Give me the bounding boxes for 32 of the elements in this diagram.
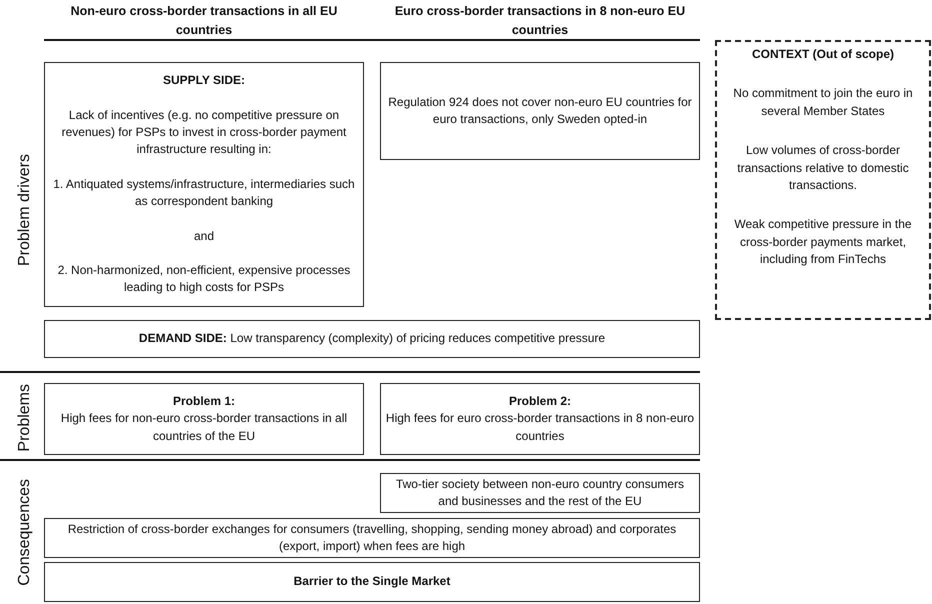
- row-label: Problem drivers: [16, 154, 34, 266]
- driver-box: [380, 62, 700, 160]
- box-heading: CONTEXT (Out of scope): [752, 46, 894, 63]
- box-text: Lack of incentives (e.g. no competitive pressure on revenues) for PSPs to invest in cross-border payment infrastructure resulting in:: [60, 106, 348, 158]
- box-text: High fees for non-euro cross-border transactions in all countries of the EU: [60, 410, 348, 445]
- box-text: 2. Non-harmonized, non-efficient, expensive processes leading to high costs for PSPs: [56, 262, 352, 296]
- box-heading: Problem 2:: [508, 392, 571, 410]
- box-text: Regulation 924 does not cover non-euro EU countries for euro transactions, only Sweden opted-in: [387, 94, 693, 128]
- column-header: Non-euro cross-border transactions in all EU countries: [70, 3, 338, 39]
- box-text: Two-tier society between non-euro country consumers and businesses and the rest of the EU: [394, 476, 686, 510]
- box-text: No commitment to join the euro in several Member States: [732, 85, 914, 120]
- problem-box: [44, 383, 364, 455]
- row-label: Problems: [16, 384, 34, 452]
- box-text: High fees for euro cross-border transactions in 8 non-euro countries: [385, 410, 695, 445]
- consequence-box: [44, 562, 700, 602]
- context-box: [715, 40, 931, 320]
- box-text: DEMAND SIDE: Low transparency (complexity) of pricing reduces competitive pressure: [138, 330, 606, 348]
- driver-box: [44, 320, 700, 358]
- box-text: and: [194, 228, 214, 245]
- box-text: Barrier to the Single Market: [294, 573, 450, 590]
- column-header: Euro cross-border transactions in 8 non-euro EU countries: [394, 3, 686, 39]
- box-heading: Problem 1:: [172, 392, 235, 410]
- box-heading: SUPPLY SIDE:: [162, 72, 246, 90]
- consequence-box: [44, 518, 700, 558]
- problem-box: [380, 383, 700, 455]
- row-label: Consequences: [16, 478, 34, 586]
- driver-box: [44, 62, 364, 307]
- box-text: 1. Antiquated systems/infrastructure, intermediaries such as correspondent banking: [52, 176, 356, 210]
- box-text: Low volumes of cross-border transactions relative to domestic transactions.: [736, 142, 910, 194]
- box-text: Restriction of cross-border exchanges for consumers (travelling, shopping, sending money abroad) and corporates (export, import) when fees are high: [66, 520, 678, 555]
- box-text: Weak competitive pressure in the cross-border payments market, including from FinTechs: [733, 216, 913, 268]
- consequence-box: [380, 473, 700, 513]
